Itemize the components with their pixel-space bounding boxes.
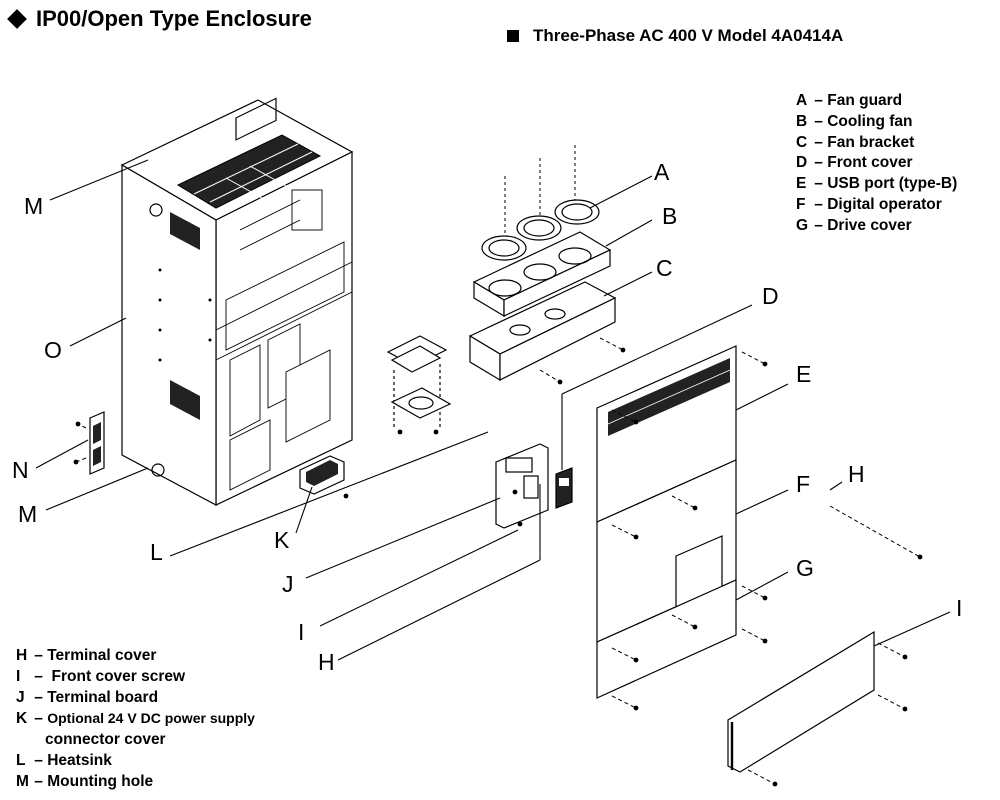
mounting-hole-bottom xyxy=(151,463,165,477)
callout-e: E xyxy=(796,361,811,387)
drive-chassis xyxy=(120,97,354,506)
callout-l: L xyxy=(150,539,163,565)
legend-desc: Digital operator xyxy=(827,195,942,213)
legend-item-d: D – Front cover xyxy=(796,153,957,174)
legend-item-j: J – Terminal board xyxy=(16,688,255,709)
callout-h-mid: H xyxy=(318,649,335,675)
legend-item-h: H – Terminal cover xyxy=(16,646,255,667)
fan-bracket xyxy=(468,281,617,382)
callout-labels: A B C D E F G H I M O N M L K J I H xyxy=(12,159,962,675)
legend-item-k-continued: connector cover xyxy=(16,730,255,751)
legend-right: A – Fan guard B – Cooling fan C – Fan br… xyxy=(796,91,957,237)
legend-item-f: F – Digital operator xyxy=(796,195,957,216)
legend-desc: Fan guard xyxy=(827,92,903,109)
legend-desc: Fan bracket xyxy=(827,133,915,151)
side-vent xyxy=(170,212,200,420)
legend-item-a: A – Fan guard xyxy=(796,91,957,112)
callout-i-right: I xyxy=(956,595,962,621)
legend-item-g: G – Drive cover xyxy=(796,216,957,237)
mounting-hole-top xyxy=(149,203,163,217)
legend-desc: Optional 24 V DC power supply xyxy=(47,710,255,727)
callout-f: F xyxy=(796,471,810,497)
cooling-fans xyxy=(472,231,612,318)
callout-c: C xyxy=(656,255,673,281)
legend-item-l: L – Heatsink xyxy=(16,751,255,772)
legend-key: D xyxy=(796,154,808,172)
legend-desc: Drive cover xyxy=(827,216,912,234)
legend-item-e: E – USB port (type-B) xyxy=(796,174,957,195)
legend-key: E xyxy=(796,175,807,193)
legend-key: I xyxy=(16,667,21,685)
legend-key: G xyxy=(796,216,809,234)
vent-cover-n xyxy=(89,411,105,475)
page-title: IP00/Open Type Enclosure xyxy=(6,6,312,32)
terminal-cover-right xyxy=(727,630,875,773)
model-heading: Three-Phase AC 400 V Model 4A0414A xyxy=(507,26,843,46)
connector-cover-k xyxy=(299,455,345,495)
page-title-text: IP00/Open Type Enclosure xyxy=(36,6,312,31)
callout-h-right: H xyxy=(848,461,865,487)
legend-desc: Front cover screw xyxy=(51,667,186,685)
leader-lines xyxy=(35,159,951,661)
callout-j: J xyxy=(282,571,294,597)
front-cover xyxy=(596,345,737,523)
terminal-cover xyxy=(596,579,737,699)
callout-m-top: M xyxy=(24,193,43,219)
callout-o: O xyxy=(44,337,62,363)
drive-cover xyxy=(596,459,737,643)
internal-components xyxy=(215,189,353,491)
legend-item-b: B – Cooling fan xyxy=(796,112,957,133)
fan-guards xyxy=(481,199,600,261)
square-bullet-icon xyxy=(507,30,519,42)
callout-g: G xyxy=(796,555,814,581)
legend-item-m: M – Mounting hole xyxy=(16,772,255,793)
screw-dashes xyxy=(75,337,921,785)
callout-i-mid: I xyxy=(298,619,304,645)
legend-desc: Terminal board xyxy=(47,688,159,706)
legend-key: F xyxy=(796,195,806,213)
legend-key: C xyxy=(796,133,808,151)
legend-item-c: C – Fan bracket xyxy=(796,133,957,154)
top-vent-grille xyxy=(176,134,322,209)
digital-operator xyxy=(555,467,573,509)
legend-desc: Cooling fan xyxy=(827,112,913,130)
legend-desc: Heatsink xyxy=(47,751,112,769)
legend-key: B xyxy=(796,112,808,130)
callout-a: A xyxy=(654,159,670,185)
model-heading-text: Three-Phase AC 400 V Model 4A0414A xyxy=(533,26,844,45)
legend-key: J xyxy=(16,688,25,706)
legend-desc: Terminal cover xyxy=(47,647,157,664)
legend-desc: Mounting hole xyxy=(47,772,154,790)
legend-left: H – Terminal cover I – Front cover screw… xyxy=(16,646,255,793)
legend-key: H xyxy=(16,647,28,664)
callout-b: B xyxy=(662,203,677,229)
legend-key: A xyxy=(796,92,808,109)
fan-screws xyxy=(504,145,576,236)
heatsink-fan-bracket xyxy=(386,335,452,430)
legend-desc: Front cover xyxy=(827,154,913,172)
legend-key: K xyxy=(16,710,28,728)
legend-desc: USB port (type-B) xyxy=(827,175,958,193)
terminal-board-j xyxy=(495,443,549,529)
callout-m-bottom: M xyxy=(18,501,37,527)
legend-desc: connector cover xyxy=(45,731,166,749)
callout-d: D xyxy=(762,283,779,309)
legend-item-k: K – Optional 24 V DC power supply xyxy=(16,708,255,730)
legend-key: M xyxy=(16,772,29,790)
callout-n: N xyxy=(12,457,29,483)
callout-k: K xyxy=(274,527,290,553)
legend-key: L xyxy=(16,751,26,769)
legend-item-i: I – Front cover screw xyxy=(16,667,255,688)
